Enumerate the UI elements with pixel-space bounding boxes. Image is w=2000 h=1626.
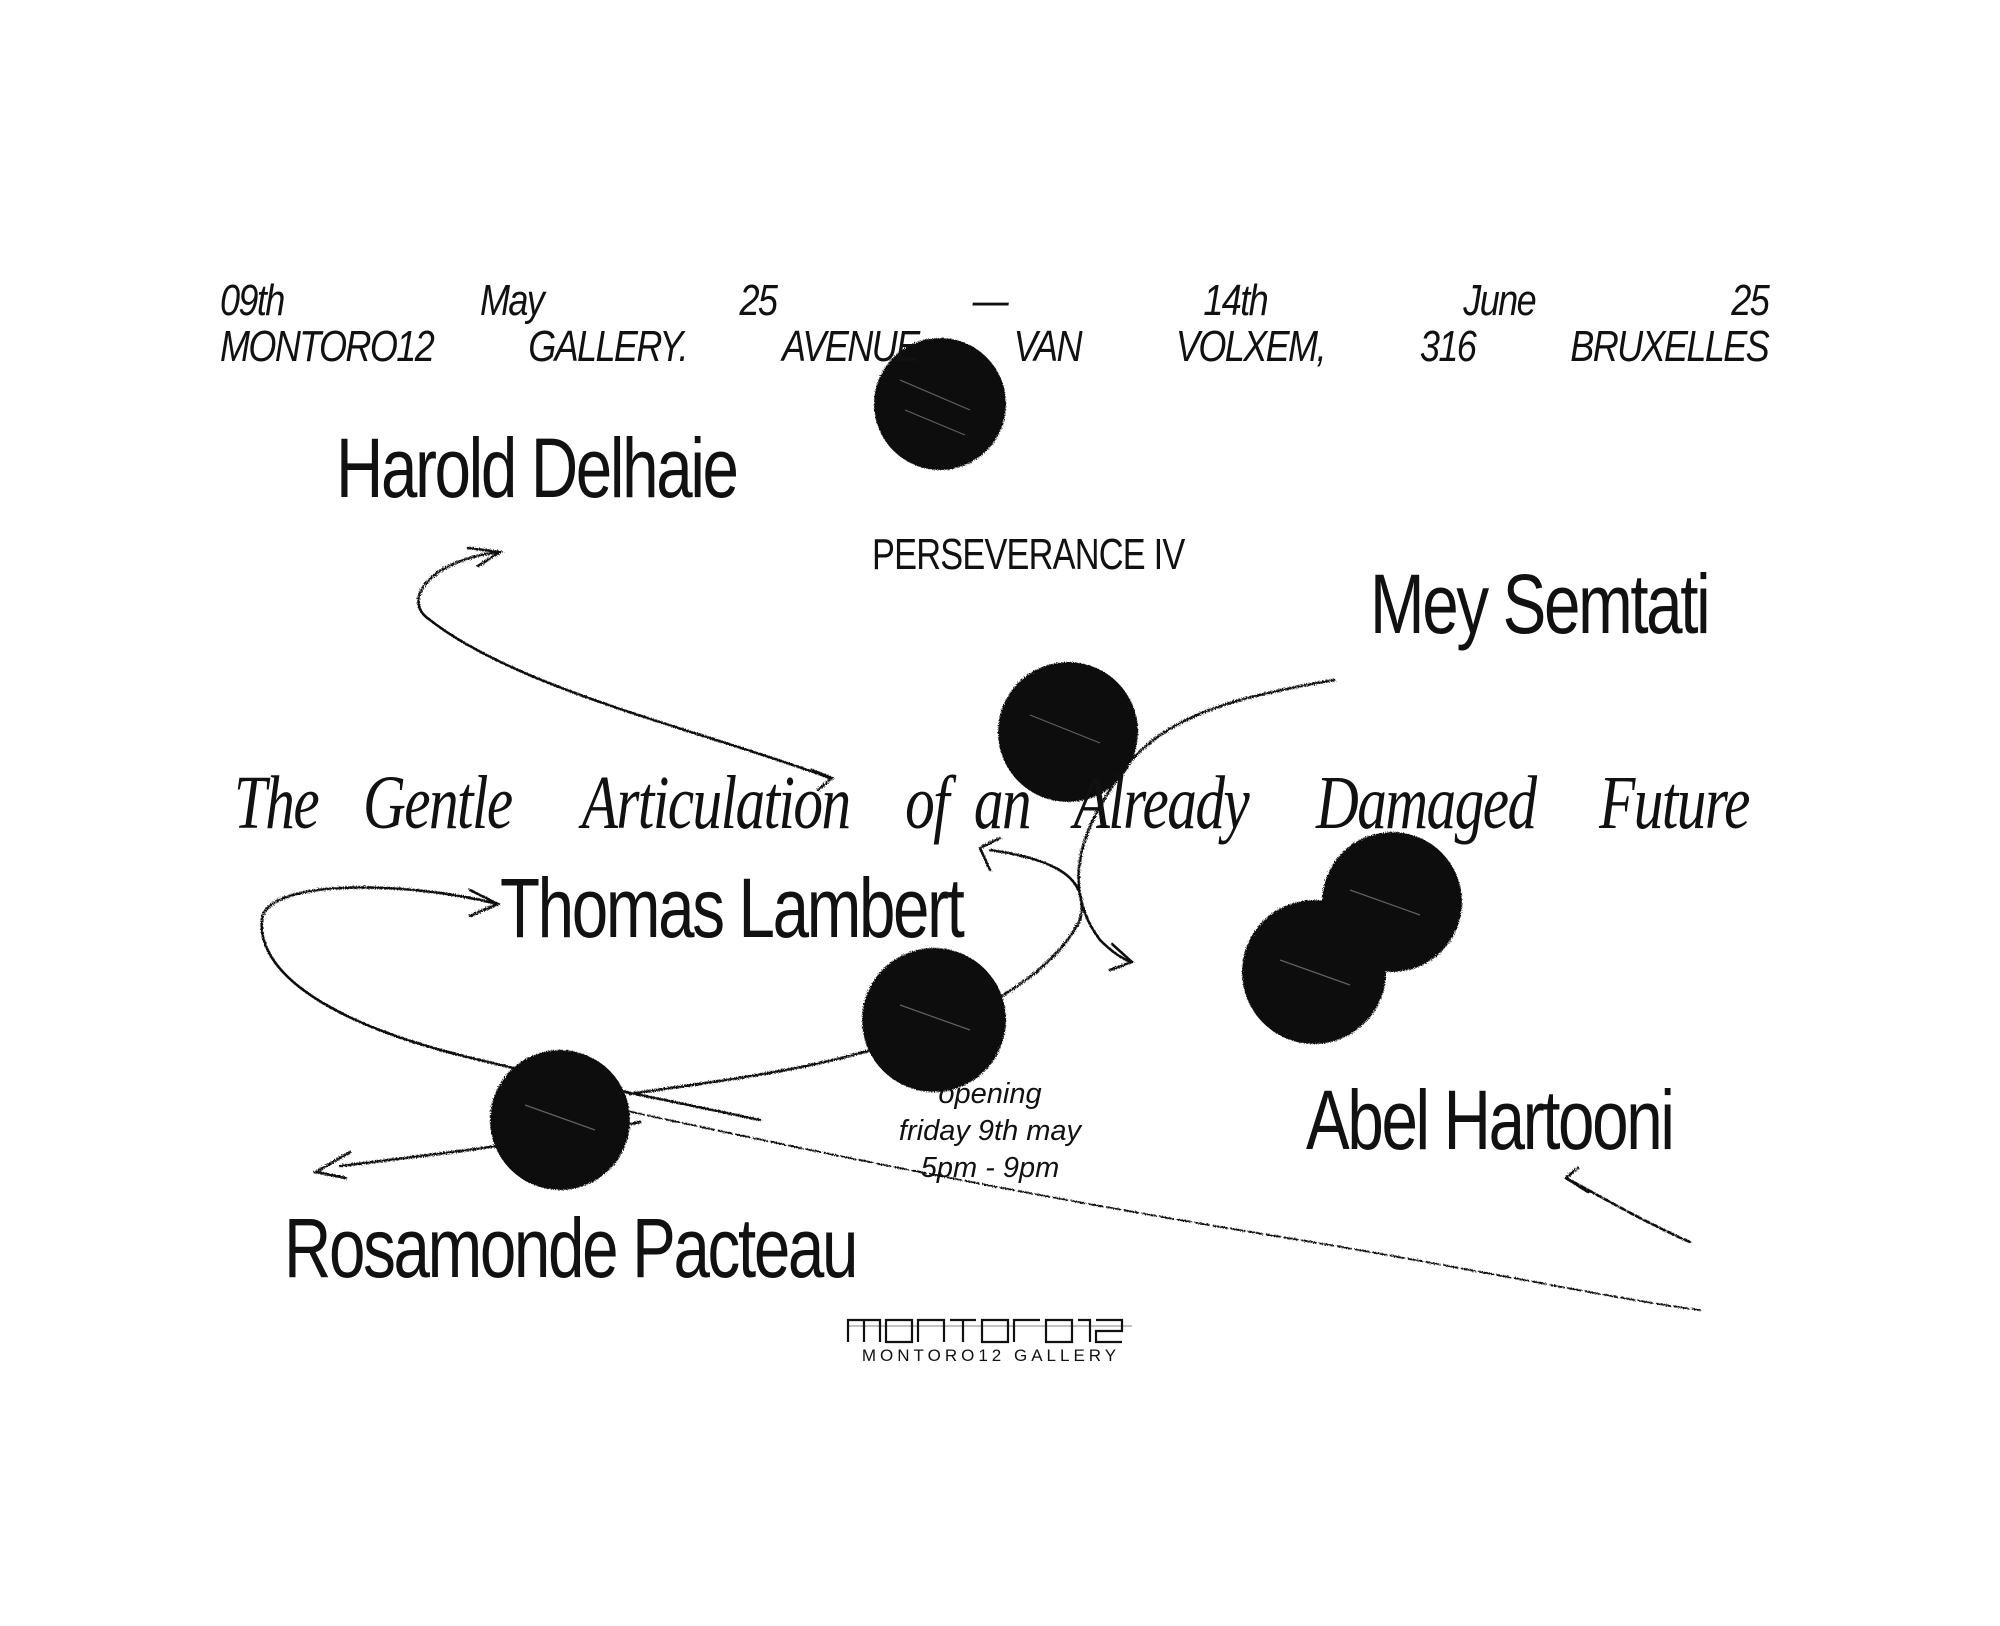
arrow-abel-head xyxy=(1563,1166,1590,1194)
title-word: Gentle xyxy=(362,761,513,845)
artist-rosamonde-pacteau: Rosamonde Pacteau xyxy=(284,1201,858,1295)
date-start-month: May xyxy=(479,276,545,325)
date-start-year: 25 xyxy=(739,276,777,325)
address-word: AVENUE xyxy=(781,322,920,371)
address-row: MONTORO12 GALLERY. AVENUE VAN VOLXEM, 31… xyxy=(220,322,1770,372)
artist-thomas-lambert: Thomas Lambert xyxy=(500,861,965,955)
arrow-thomas-head xyxy=(468,888,502,918)
address-word: VAN xyxy=(1013,322,1083,371)
gallery-name: MONTORO12 GALLERY xyxy=(861,1346,1121,1365)
exhibition-title: The Gentle Articulation of an Already Da… xyxy=(222,760,1770,847)
address-word: MONTORO12 xyxy=(220,322,435,371)
scribbled-circle-icon xyxy=(1242,900,1386,1044)
scribbled-circle-icon xyxy=(862,948,1006,1092)
title-word: The xyxy=(233,761,320,845)
title-word: Articulation xyxy=(581,761,851,845)
scribbled-circle-icon xyxy=(998,662,1138,802)
arrow-opening-head xyxy=(978,836,1002,872)
scribbled-circle-icon xyxy=(874,338,1006,470)
opening-info: opening friday 9th may 5pm - 9pm xyxy=(890,1076,1090,1187)
address-word: VOLXEM, xyxy=(1175,322,1327,371)
title-word: Already xyxy=(1073,761,1250,845)
address-word: GALLERY. xyxy=(528,322,688,371)
date-row: 09th May 25 — 14th June 25 xyxy=(220,276,1770,326)
date-start-day: 09th xyxy=(220,276,285,325)
title-word: an xyxy=(973,761,1032,845)
date-end-year: 25 xyxy=(1731,276,1769,325)
arrow-mey-head xyxy=(1108,942,1135,972)
title-word: of xyxy=(904,761,950,845)
artist-abel-hartooni: Abel Hartooni xyxy=(1306,1073,1675,1167)
arrow-abel-line xyxy=(1564,1176,1692,1244)
arrow-rosamonde-head xyxy=(312,1150,352,1180)
artist-mey-semtati: Mey Semtati xyxy=(1370,557,1711,651)
opening-label: opening xyxy=(938,1078,1042,1110)
opening-date: friday 9th may xyxy=(898,1115,1082,1147)
scribbled-circle-icon xyxy=(490,1050,630,1190)
address-word: 316 xyxy=(1419,322,1477,371)
date-end-month: June xyxy=(1463,276,1536,325)
address-word: BRUXELLES xyxy=(1570,322,1769,371)
artist-harold-delhaie: Harold Delhaie xyxy=(336,421,739,515)
title-word: Damaged xyxy=(1315,761,1537,845)
exhibition-subtitle: PERSEVERANCE IV xyxy=(872,530,1185,579)
date-end-day: 14th xyxy=(1203,276,1268,325)
arrow-mey-line xyxy=(1077,678,1336,964)
arrow-harold-line xyxy=(417,550,832,780)
opening-hours: 5pm - 9pm xyxy=(920,1152,1060,1184)
arrow-harold-head xyxy=(466,546,504,568)
montoro12-logo xyxy=(846,1318,1132,1344)
title-word: Future xyxy=(1599,761,1750,845)
date-dash: — xyxy=(972,276,1009,325)
long-sweep-line xyxy=(559,1095,1701,1311)
circle-hatch xyxy=(524,379,1421,1131)
arrow-harold-end xyxy=(810,768,835,792)
